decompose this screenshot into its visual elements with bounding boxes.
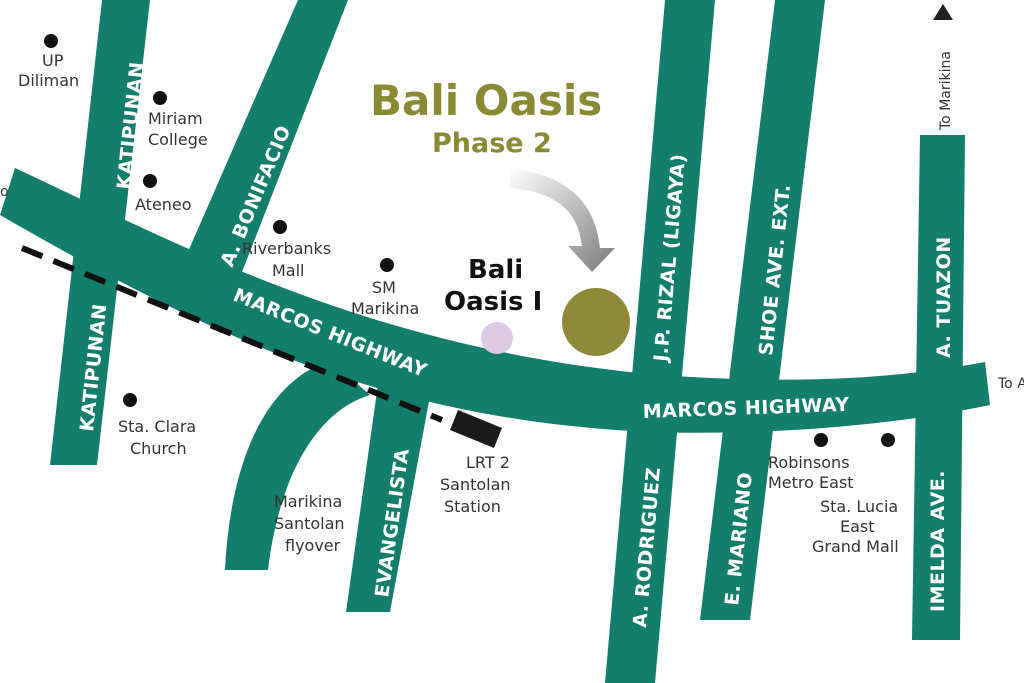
label-up-diliman: UP Diliman bbox=[18, 51, 79, 90]
label-to-east: To A bbox=[997, 376, 1024, 392]
pointer-arrow bbox=[510, 168, 615, 272]
road-marcos-highway bbox=[0, 168, 990, 433]
road-evangelista bbox=[346, 370, 432, 612]
landmark-dot-ateneo bbox=[143, 174, 157, 188]
road-rizal-rodriguez bbox=[605, 0, 715, 683]
north-arrow-icon bbox=[933, 4, 953, 20]
project-subtitle: Phase 2 bbox=[432, 128, 552, 159]
landmark-dots bbox=[44, 34, 895, 447]
road-flyover bbox=[225, 360, 370, 570]
label-ateneo: Ateneo bbox=[135, 195, 192, 214]
label-sta-lucia: Sta. Lucia East Grand Mall bbox=[812, 497, 903, 556]
landmark-dot-miriam bbox=[153, 91, 167, 105]
road-bonifacio bbox=[180, 0, 348, 290]
road-shoe-mariano bbox=[700, 0, 825, 620]
phase1-label-line1: Bali bbox=[468, 255, 523, 285]
label-lrt2: LRT 2 Santolan Station bbox=[440, 453, 516, 516]
label-riverbanks: Riverbanks Mall bbox=[242, 239, 336, 280]
label-tuazon: A. TUAZON bbox=[933, 236, 955, 358]
landmark-dot-sm-marikina bbox=[380, 258, 394, 272]
road-network bbox=[0, 0, 990, 683]
label-robinsons: Robinsons Metro East bbox=[768, 453, 855, 492]
landmark-dot-sta-lucia bbox=[881, 433, 895, 447]
label-imelda: IMELDA AVE. bbox=[927, 470, 949, 612]
landmark-dot-robinsons bbox=[814, 433, 828, 447]
label-sta-clara: Sta. Clara Church bbox=[118, 417, 201, 458]
lrt2-rail-line bbox=[20, 245, 444, 423]
lrt2-station-marker bbox=[450, 410, 502, 448]
label-to-marikina: To Marikina bbox=[938, 51, 954, 131]
phase2-marker bbox=[562, 288, 630, 356]
label-sm-marikina: SM Marikina bbox=[351, 278, 419, 318]
landmark-dot-up-diliman bbox=[44, 34, 58, 48]
landmark-dot-sta-clara bbox=[123, 393, 137, 407]
label-flyover: Marikina Santolan flyover bbox=[274, 492, 350, 555]
phase1-marker bbox=[481, 322, 513, 354]
label-to-west: o bbox=[0, 184, 9, 200]
project-title: Bali Oasis bbox=[370, 76, 602, 125]
landmark-dot-riverbanks bbox=[273, 220, 287, 234]
phase1-label-line2: Oasis I bbox=[444, 287, 542, 317]
label-miriam: Miriam College bbox=[148, 109, 208, 149]
